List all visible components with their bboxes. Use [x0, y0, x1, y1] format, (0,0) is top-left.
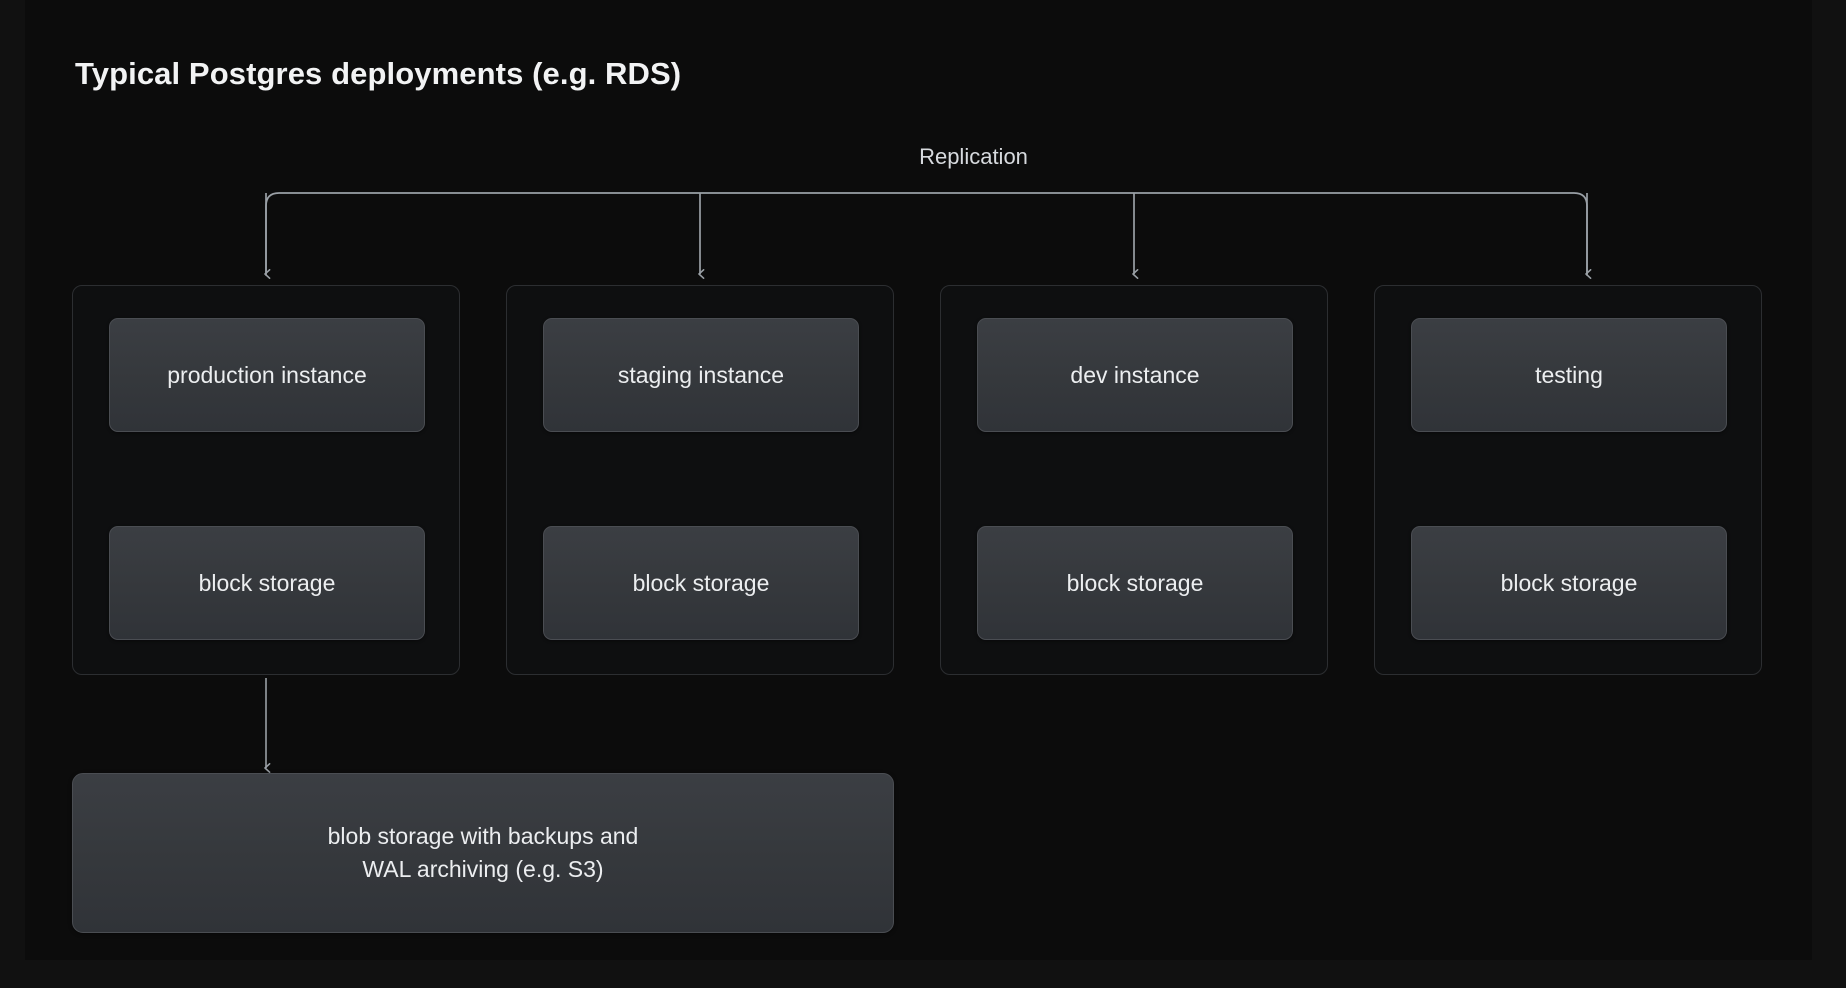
group-card-staging[interactable]: staging instance block storage — [506, 285, 894, 675]
replication-label-text: Replication — [919, 144, 1028, 169]
page-title: Typical Postgres deployments (e.g. RDS) — [75, 56, 682, 91]
replication-bus — [266, 192, 1587, 275]
node-staging-instance[interactable]: staging instance — [543, 318, 859, 432]
diagram-canvas: Typical Postgres deployments (e.g. RDS) … — [25, 0, 1812, 960]
node-production-instance[interactable]: production instance — [109, 318, 425, 432]
group-card-testing[interactable]: testing block storage — [1374, 285, 1762, 675]
group-card-dev[interactable]: dev instance block storage — [940, 285, 1328, 675]
node-staging-block-storage[interactable]: block storage — [543, 526, 859, 640]
node-dev-block-storage[interactable]: block storage — [977, 526, 1293, 640]
node-blob-storage[interactable]: blob storage with backups and WAL archiv… — [72, 773, 894, 933]
node-production-block-storage[interactable]: block storage — [109, 526, 425, 640]
blob-storage-line-2: WAL archiving (e.g. S3) — [362, 856, 604, 882]
instance-storage-links — [264, 437, 1572, 522]
replication-label: Replication — [25, 144, 1812, 170]
node-testing-block-storage[interactable]: block storage — [1411, 526, 1727, 640]
node-testing-instance[interactable]: testing — [1411, 318, 1727, 432]
blob-storage-line-1: blob storage with backups and — [327, 823, 639, 850]
node-dev-instance[interactable]: dev instance — [977, 318, 1293, 432]
group-card-production[interactable]: production instance block storage — [72, 285, 460, 675]
